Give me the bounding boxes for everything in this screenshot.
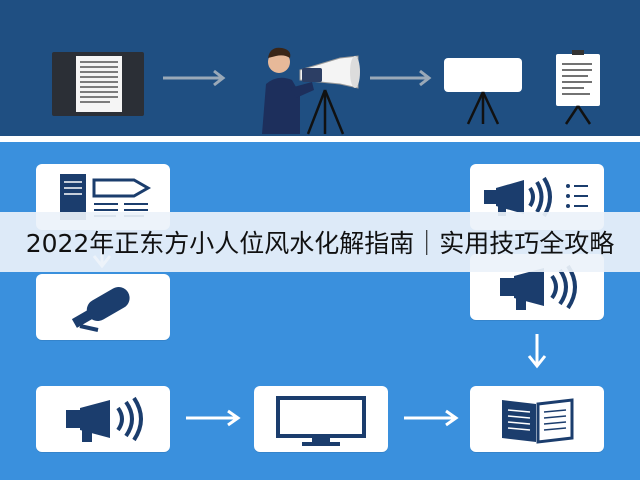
- band-divider: [0, 136, 640, 142]
- arrow-icon: [163, 69, 226, 87]
- card-microphone: [36, 274, 170, 340]
- microphone-icon: [71, 287, 130, 332]
- megaphone-icon: [66, 396, 143, 442]
- down-arrow-icon: [527, 334, 547, 369]
- card-monitor: [254, 386, 388, 452]
- right-arrow-icon: [404, 409, 459, 427]
- document-icon: [52, 52, 144, 116]
- title-banner: 2022年正东方小人位风水化解指南｜实用技巧全攻略: [0, 212, 640, 272]
- card-open-book: [470, 386, 604, 452]
- whiteboard-icon: [444, 58, 522, 125]
- presenter-icon: [262, 47, 360, 135]
- card-megaphone: [36, 386, 170, 452]
- top-illustration: [52, 47, 600, 135]
- megaphone-icon: [500, 264, 577, 310]
- monitor-icon: [276, 396, 366, 446]
- right-arrow-icon: [186, 409, 241, 427]
- open-book-icon: [502, 398, 574, 444]
- flipchart-icon: [556, 50, 600, 125]
- arrow-icon: [370, 69, 432, 87]
- page-title: 2022年正东方小人位风水化解指南｜实用技巧全攻略: [25, 229, 615, 258]
